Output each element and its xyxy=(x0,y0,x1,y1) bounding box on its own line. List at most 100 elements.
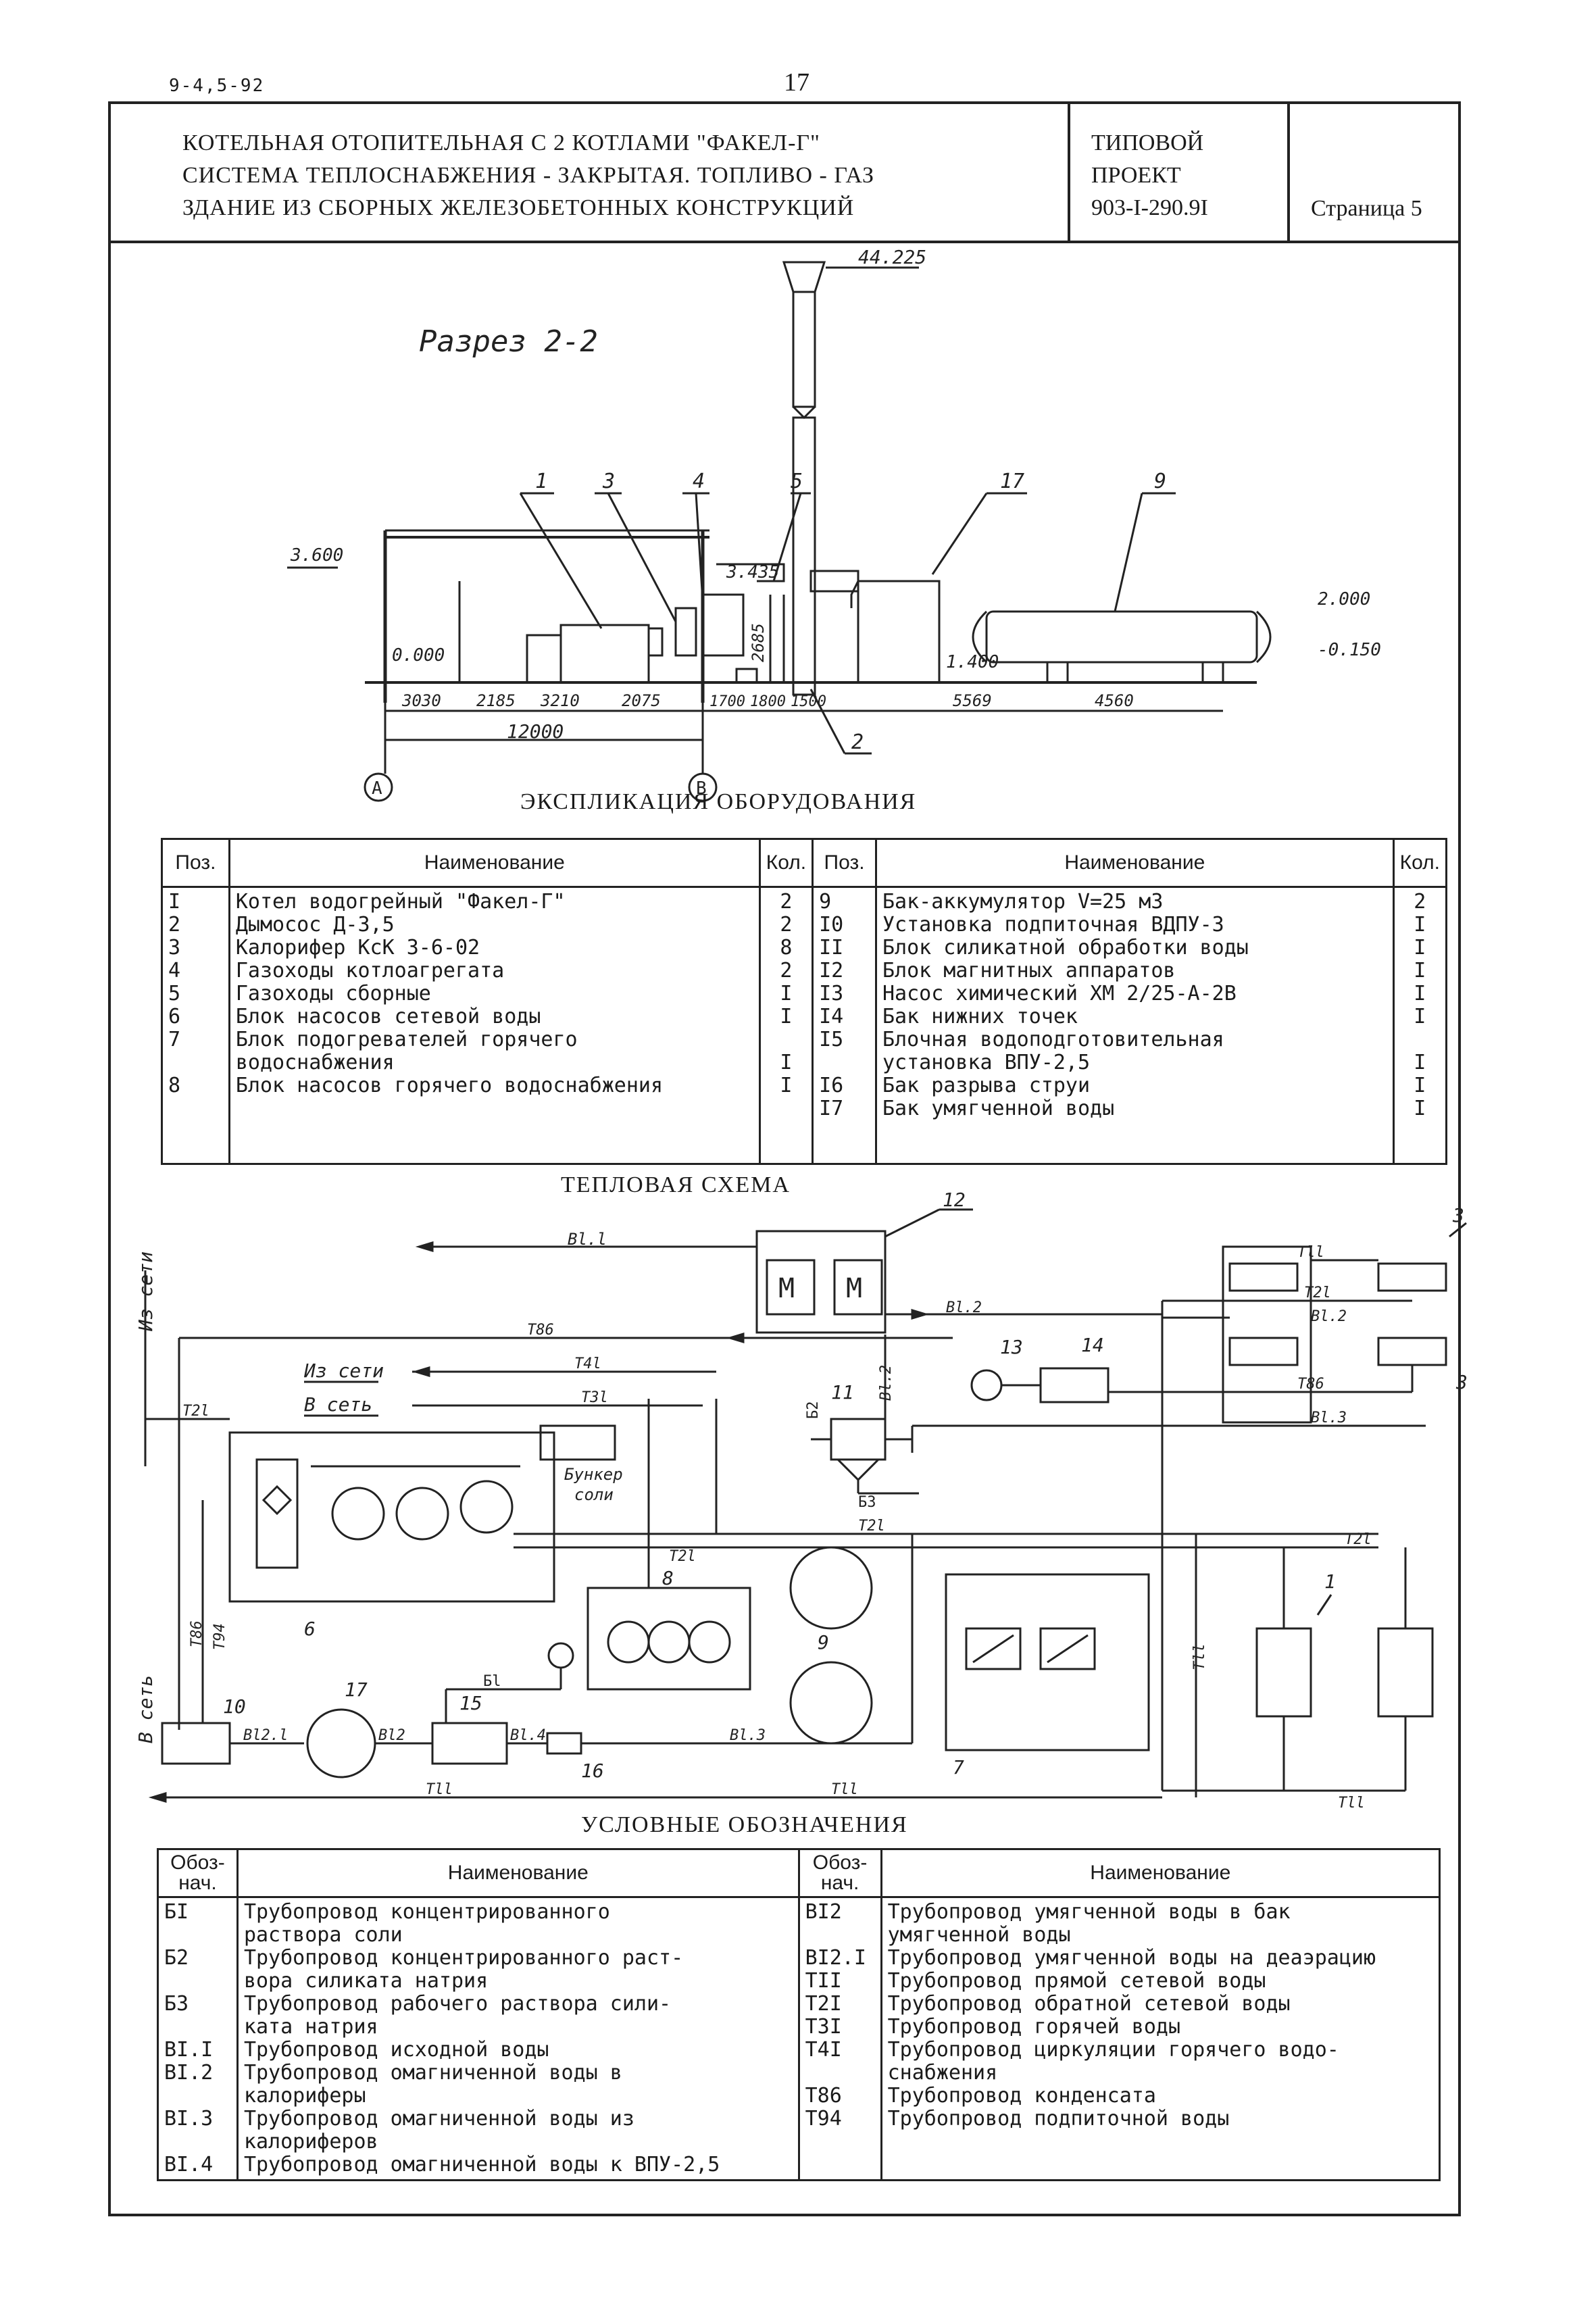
level-mark: 2.000 xyxy=(1318,589,1370,609)
callout: 17 xyxy=(345,1678,368,1701)
legend-table: Обоз- нач. Наименование Обоз- нач. Наиме… xyxy=(157,1848,1441,2181)
column-header: Поз. xyxy=(161,838,230,888)
pipe-label: T2l xyxy=(669,1548,696,1565)
callout: 16 xyxy=(581,1760,604,1782)
chimney xyxy=(782,261,919,696)
pipe-label: Bl.3 xyxy=(1311,1410,1347,1426)
network-label: В сеть xyxy=(134,1675,157,1743)
magnetic-block: M M xyxy=(755,1230,887,1334)
table-header-row: Обоз- нач. Наименование Обоз- нач. Наиме… xyxy=(157,1848,1441,1898)
scheme-title: ТЕПЛОВАЯ СХЕМА xyxy=(561,1172,791,1197)
economizer-unit xyxy=(809,570,941,684)
level-mark: 3.435 xyxy=(726,562,779,582)
pipe-label: Tll xyxy=(1338,1795,1365,1812)
callout: 13 xyxy=(1000,1336,1023,1358)
callout: 3 xyxy=(1452,1204,1464,1226)
pipe-label: Bl.2 xyxy=(946,1299,982,1316)
project-number: 903-I-290.9I xyxy=(1091,195,1208,220)
document-title: КОТЕЛЬНАЯ ОТОПИТЕЛЬНАЯ С 2 КОТЛАМИ "ФАКЕ… xyxy=(182,127,874,224)
boiler-group xyxy=(1162,1547,1434,1792)
pipe-label: Tll xyxy=(1297,1244,1324,1261)
column-header: Кол. xyxy=(1392,838,1448,888)
dimension: 5569 xyxy=(953,691,992,710)
pipe-label: T86 xyxy=(1297,1376,1324,1393)
tank-14 xyxy=(1039,1367,1109,1403)
level-mark: 3.600 xyxy=(290,545,343,566)
dimension: 4560 xyxy=(1095,691,1134,710)
title-line: КОТЕЛЬНАЯ ОТОПИТЕЛЬНАЯ С 2 КОТЛАМИ "ФАКЕ… xyxy=(182,130,820,155)
name-column: Котел водогрейный "Факел-Г" Дымосос Д-3,… xyxy=(228,886,761,1165)
column-header: Наименование xyxy=(874,838,1395,888)
network-label: В сеть xyxy=(304,1393,372,1416)
callout: 3 xyxy=(602,470,615,493)
column-header: Кол. xyxy=(758,838,814,888)
project-info: ТИПОВОЙ ПРОЕКТ 903-I-290.9I xyxy=(1091,127,1208,224)
column-header: Обоз- нач. xyxy=(157,1848,239,1898)
soft-water-tank-17 xyxy=(306,1708,376,1778)
axis-label: А xyxy=(372,778,382,799)
level-mark: 44.225 xyxy=(858,246,926,268)
salt-bunker xyxy=(539,1424,616,1461)
section-drawing: Разрез 2-2 44.225 3.600 xyxy=(287,246,1381,802)
vertical-dimension: 2685 xyxy=(749,623,768,662)
table-row: БI Б2 Б3 BI.I BI.2 BI.3 BI.4 Трубопровод… xyxy=(157,1896,1441,2181)
callout: 9 xyxy=(1154,470,1166,493)
position-column: 9 I0 II I2 I3 I4 I5 I6 I7 xyxy=(812,886,877,1165)
column-header: Поз. xyxy=(812,838,877,888)
silicate-block xyxy=(811,1418,919,1495)
pipe-label: T4l xyxy=(574,1355,601,1372)
name-column: Бак-аккумулятор V=25 м3 Установка подпит… xyxy=(874,886,1395,1165)
pipe-label: T2l xyxy=(1304,1285,1331,1301)
table-header-row: Поз. Наименование Кол. Поз. Наименование… xyxy=(161,838,1448,888)
position-column: I 2 3 4 5 6 7 8 xyxy=(161,886,230,1165)
network-pump-block xyxy=(228,1431,555,1603)
dimension: 2185 xyxy=(476,691,516,710)
pipe-label: T2l xyxy=(1345,1531,1372,1548)
callout: 3 xyxy=(1455,1371,1468,1393)
table-row: I 2 3 4 5 6 7 8 Котел водогрейный "Факел… xyxy=(161,886,1448,1165)
code-column: BI2 BI2.I TII T2I T3I T4I T86 T94 xyxy=(797,1896,882,2181)
pipe-label: T94 xyxy=(211,1623,228,1650)
pipe-label: Bl.3 xyxy=(730,1727,766,1744)
column-header: Обоз- нач. xyxy=(797,1848,882,1898)
section-title: Разрез 2-2 xyxy=(419,324,598,359)
pipe-label: Tll xyxy=(426,1781,453,1798)
name-column: Трубопровод умягченной воды в бак умягче… xyxy=(880,1896,1441,2181)
column-header: Наименование xyxy=(228,838,761,888)
axis-bubble xyxy=(688,772,718,802)
pipe-label: Бl xyxy=(483,1673,501,1690)
callout: 8 xyxy=(662,1567,674,1589)
pipe-label: T2l xyxy=(858,1518,885,1535)
accumulator-tank xyxy=(972,610,1272,684)
quantity-column: 2 I I I I I I I I xyxy=(1392,886,1448,1165)
dimension: 3210 xyxy=(540,691,580,710)
axis-bubble xyxy=(364,772,393,802)
title-line: СИСТЕМА ТЕПЛОСНАБЖЕНИЯ - ЗАКРЫТАЯ. ТОПЛИ… xyxy=(182,163,875,188)
building-outline xyxy=(365,529,1257,703)
column-header: Наименование xyxy=(236,1848,800,1898)
pipe-label: Bl.l xyxy=(568,1230,607,1249)
callout: 9 xyxy=(818,1631,829,1653)
accumulator-tanks xyxy=(789,1546,873,1745)
callout: 14 xyxy=(1081,1334,1104,1356)
pipe-label: T2l xyxy=(182,1403,209,1420)
callout: 11 xyxy=(831,1381,854,1403)
quantity-column: 2 2 8 2 I I I I xyxy=(758,886,814,1165)
hot-water-pump-block xyxy=(587,1587,751,1691)
callout: 7 xyxy=(953,1756,964,1778)
page-number: 17 xyxy=(784,68,809,97)
callout: 12 xyxy=(943,1189,966,1211)
pipe-label: Б3 xyxy=(858,1494,876,1511)
heater-block xyxy=(945,1573,1150,1751)
callout: 1 xyxy=(535,470,547,493)
pipe-label: Bl2.l xyxy=(243,1727,288,1744)
pipe-label: Bl2 xyxy=(378,1727,405,1744)
pipe-label: Tll xyxy=(831,1781,858,1798)
project-line: ПРОЕКТ xyxy=(1091,163,1181,188)
bunker-label: соли xyxy=(574,1485,614,1504)
pump-icon xyxy=(547,1642,574,1669)
equipment-table: Поз. Наименование Кол. Поз. Наименование… xyxy=(161,838,1448,1165)
code-column: БI Б2 Б3 BI.I BI.2 BI.3 BI.4 xyxy=(157,1896,239,2181)
pipe-label: Bl.2 xyxy=(1311,1308,1347,1325)
dimension: 1800 xyxy=(750,693,786,710)
